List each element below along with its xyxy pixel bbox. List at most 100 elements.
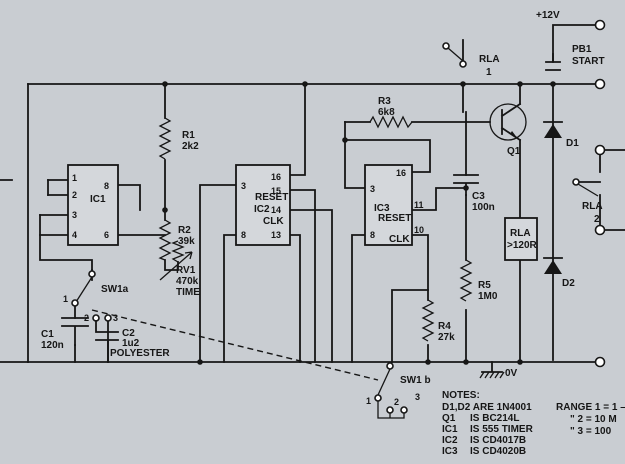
- r2-resistor: [158, 219, 172, 261]
- rla-coil-name: RLA: [510, 228, 531, 239]
- r3-resistor: [369, 115, 413, 129]
- r5-name: R5: [478, 280, 491, 291]
- notes-block: NOTES: D1,D2 ARE 1N4001 Q1 IS BC214L IC1…: [442, 390, 534, 457]
- r5-value: 1M0: [478, 291, 498, 302]
- ic1-label: IC1: [90, 194, 106, 205]
- sw1b-pos-1: 1: [366, 396, 371, 406]
- ic3-pin-10: 10: [414, 225, 424, 235]
- rla2-contact: [572, 178, 580, 186]
- c1-name: C1: [41, 329, 54, 340]
- c2-value: 1u2: [122, 338, 140, 349]
- notes-diodes: D1,D2 ARE 1N4001: [442, 402, 532, 413]
- note-ic1-val: IS 555 TIMER: [470, 424, 534, 435]
- sw1a-blade: [75, 276, 93, 303]
- r1-name: R1: [182, 130, 195, 141]
- sw1b-label: SW1 b: [400, 375, 431, 386]
- note-ic1-ref: IC1: [442, 424, 458, 435]
- r2-value: 39k: [178, 236, 195, 247]
- ic3-pin-11: 11: [414, 200, 424, 210]
- range-3: " 3 = 100: [570, 426, 612, 437]
- ic3-pin-16: 16: [396, 168, 406, 178]
- d2-diode: [544, 260, 562, 274]
- supply-plus12v: +12V: [536, 10, 560, 21]
- note-ic2-ref: IC2: [442, 435, 458, 446]
- range-1: RANGE 1 = 1 –: [556, 402, 625, 413]
- c1-value: 120n: [41, 340, 64, 351]
- rv1-name: RV1: [176, 265, 196, 276]
- ic1-pin-4: 4: [72, 230, 77, 240]
- r4-value: 27k: [438, 332, 455, 343]
- rla1-contact: [459, 60, 467, 68]
- pb1-button: [545, 53, 561, 71]
- sw1b-pole: [386, 362, 394, 370]
- ic2-label: IC2: [254, 204, 270, 215]
- note-q1-val: IS BC214L: [470, 413, 519, 424]
- q1-transistor: [489, 103, 527, 141]
- ground-icon: [481, 361, 503, 373]
- ic1-pin-3: 3: [72, 210, 77, 220]
- pb1-name: PB1: [572, 44, 592, 55]
- ic3-pin-3: 3: [370, 184, 375, 194]
- rv1-time: TIME: [176, 287, 200, 298]
- ic2-pin-14: 14: [271, 205, 281, 215]
- c3-capacitor: [453, 174, 479, 196]
- ic3-clk: CLK: [389, 234, 410, 245]
- r1-resistor: [158, 117, 172, 160]
- c3-value: 100n: [472, 202, 495, 213]
- notes-heading: NOTES:: [442, 390, 480, 401]
- terminals: [594, 19, 606, 368]
- ic3-box: [364, 164, 413, 246]
- r4-name: R4: [438, 321, 451, 332]
- ic2-clk: CLK: [263, 216, 284, 227]
- ic2-pin-3: 3: [241, 181, 246, 191]
- q1-label: Q1: [507, 146, 521, 157]
- d1-label: D1: [566, 138, 579, 149]
- rla-coil-value: >120R: [507, 240, 538, 251]
- c2-name: C2: [122, 328, 135, 339]
- d2-label: D2: [562, 278, 575, 289]
- rla2-name: RLA: [582, 201, 603, 212]
- ic1-pin-1: 1: [72, 173, 77, 183]
- sw1a-label: SW1a: [101, 284, 129, 295]
- rla2-num: 2: [594, 214, 600, 225]
- c1-capacitor: [61, 317, 89, 346]
- ic2-pin-13: 13: [271, 230, 281, 240]
- c2-type: POLYESTER: [110, 348, 170, 359]
- range-2: " 2 = 10 M: [570, 414, 617, 425]
- r3-name: R3: [378, 96, 391, 107]
- sw1b-pos-2: 2: [394, 397, 399, 407]
- range-block: RANGE 1 = 1 – " 2 = 10 M " 3 = 100: [556, 402, 625, 437]
- ic3-label: IC3: [374, 203, 390, 214]
- ic1-pin-2: 2: [72, 190, 77, 200]
- pb1-start: START: [572, 56, 605, 67]
- sw1a-pole: [88, 270, 96, 278]
- sw1b-blade: [377, 368, 391, 396]
- rla-coil: [504, 217, 538, 261]
- r1-value: 2k2: [182, 141, 199, 152]
- note-q1-ref: Q1: [442, 413, 456, 424]
- supply-0v: 0V: [505, 368, 518, 379]
- r3-value: 6k8: [378, 107, 395, 118]
- ganged-link: [91, 309, 379, 381]
- ic1-box: [67, 164, 119, 246]
- ic2-reset: RESET: [255, 192, 288, 203]
- rv1-arrow: [159, 251, 193, 281]
- rla1-name: RLA: [479, 54, 500, 65]
- note-ic3-ref: IC3: [442, 446, 458, 457]
- ic3-pin-8: 8: [370, 230, 375, 240]
- ic2-box: [235, 164, 291, 246]
- rla1-num: 1: [486, 67, 492, 78]
- r2-name: R2: [178, 225, 191, 236]
- ic2-pin-8: 8: [241, 230, 246, 240]
- note-ic3-val: IS CD4020B: [470, 446, 526, 457]
- junction-dots: [162, 81, 556, 365]
- rv1-pot: [171, 240, 185, 263]
- sw1a-pos-1: 1: [63, 294, 68, 304]
- note-ic2-val: IS CD4017B: [470, 435, 526, 446]
- ic1-pin-8: 8: [104, 181, 109, 191]
- ic3-reset: RESET: [378, 213, 411, 224]
- rla2-blade: [577, 183, 599, 197]
- wiring: [0, 24, 625, 363]
- c3-name: C3: [472, 191, 485, 202]
